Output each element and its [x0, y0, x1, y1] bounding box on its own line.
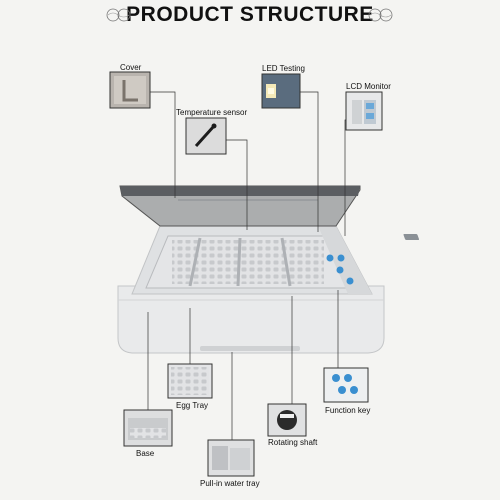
led-testing-label: LED Testing [262, 64, 305, 73]
egg-tray-label: Egg Tray [176, 401, 209, 410]
led-testing-inset-image [261, 73, 301, 109]
temperature-sensor-inset-image [185, 117, 227, 155]
incubator-illustration [117, 185, 420, 354]
function-key-label: Function key [325, 406, 371, 415]
page-title: PRODUCT STRUCTURE [126, 3, 374, 26]
lcd-monitor-inset-image [345, 91, 383, 131]
egg-tray-inset-image [167, 363, 213, 399]
cover-inset-image [109, 71, 151, 109]
base-inset-image [123, 409, 173, 447]
left-egg-ornament-icon [106, 8, 131, 22]
rotating-shaft-label: Rotating shaft [268, 438, 318, 447]
pull-in-water-tray-inset-image [207, 439, 255, 477]
function-key-inset-image [323, 367, 369, 403]
rotating-shaft-inset-image [267, 403, 307, 437]
lcd-monitor-label: LCD Monitor [346, 82, 391, 91]
pull-in-water-tray-label: Pull-in water tray [200, 479, 260, 488]
base-label: Base [136, 449, 155, 458]
cover-label: Cover [120, 63, 142, 72]
temperature-sensor-label: Temperature sensor [176, 108, 248, 117]
right-egg-ornament-icon [368, 8, 393, 22]
leader-lines [147, 91, 362, 440]
